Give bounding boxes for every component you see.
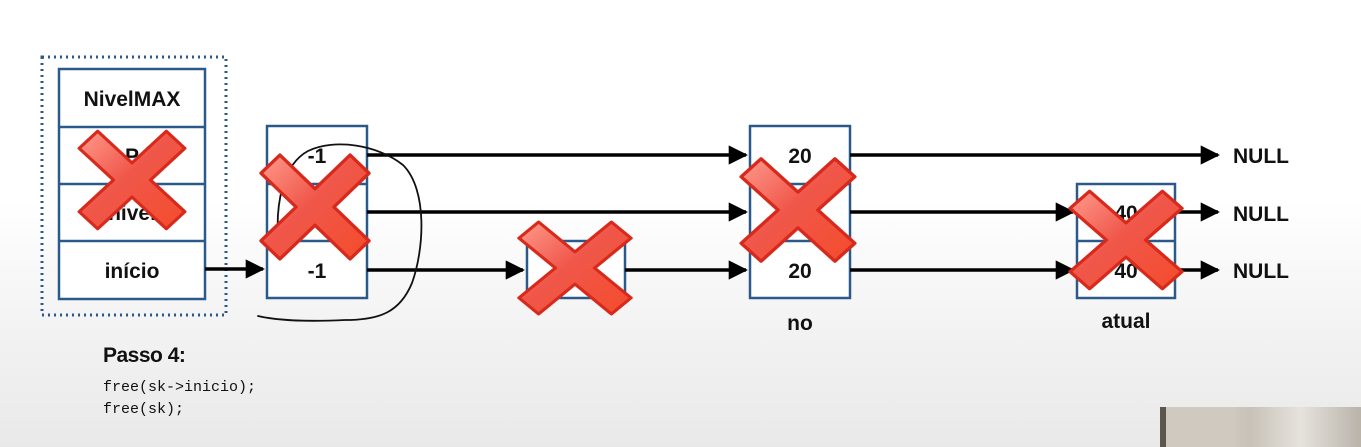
node-40-value-1: 40: [1114, 260, 1137, 283]
node-head-value-0: -1: [308, 145, 327, 168]
node-20-caption: no: [787, 312, 813, 335]
null-label-l0: NULL: [1233, 260, 1289, 283]
webcam-frame: [1160, 407, 1236, 447]
node-20-value-2: 20: [788, 260, 811, 283]
pointer-arrows: [205, 145, 1220, 280]
code-line-2: free(sk);: [103, 401, 185, 418]
null-label-l2: NULL: [1233, 145, 1289, 168]
header-cell-inicio: início: [105, 260, 160, 283]
step-title: Passo 4:: [103, 344, 186, 367]
handdrawn-annotation: [257, 143, 423, 322]
header-dotted-frame: [40, 55, 228, 317]
null-label-l1: NULL: [1233, 203, 1289, 226]
node-head-value-2: -1: [308, 260, 327, 283]
node-20-value-0: 20: [788, 145, 811, 168]
step-code: free(sk->inicio); free(sk);: [103, 377, 256, 421]
header-cell-nivelmax: NivelMAX: [84, 88, 181, 111]
node-40-caption: atual: [1101, 310, 1150, 333]
code-line-1: free(sk->inicio);: [103, 379, 257, 396]
webcam-overlay: [1160, 407, 1361, 447]
